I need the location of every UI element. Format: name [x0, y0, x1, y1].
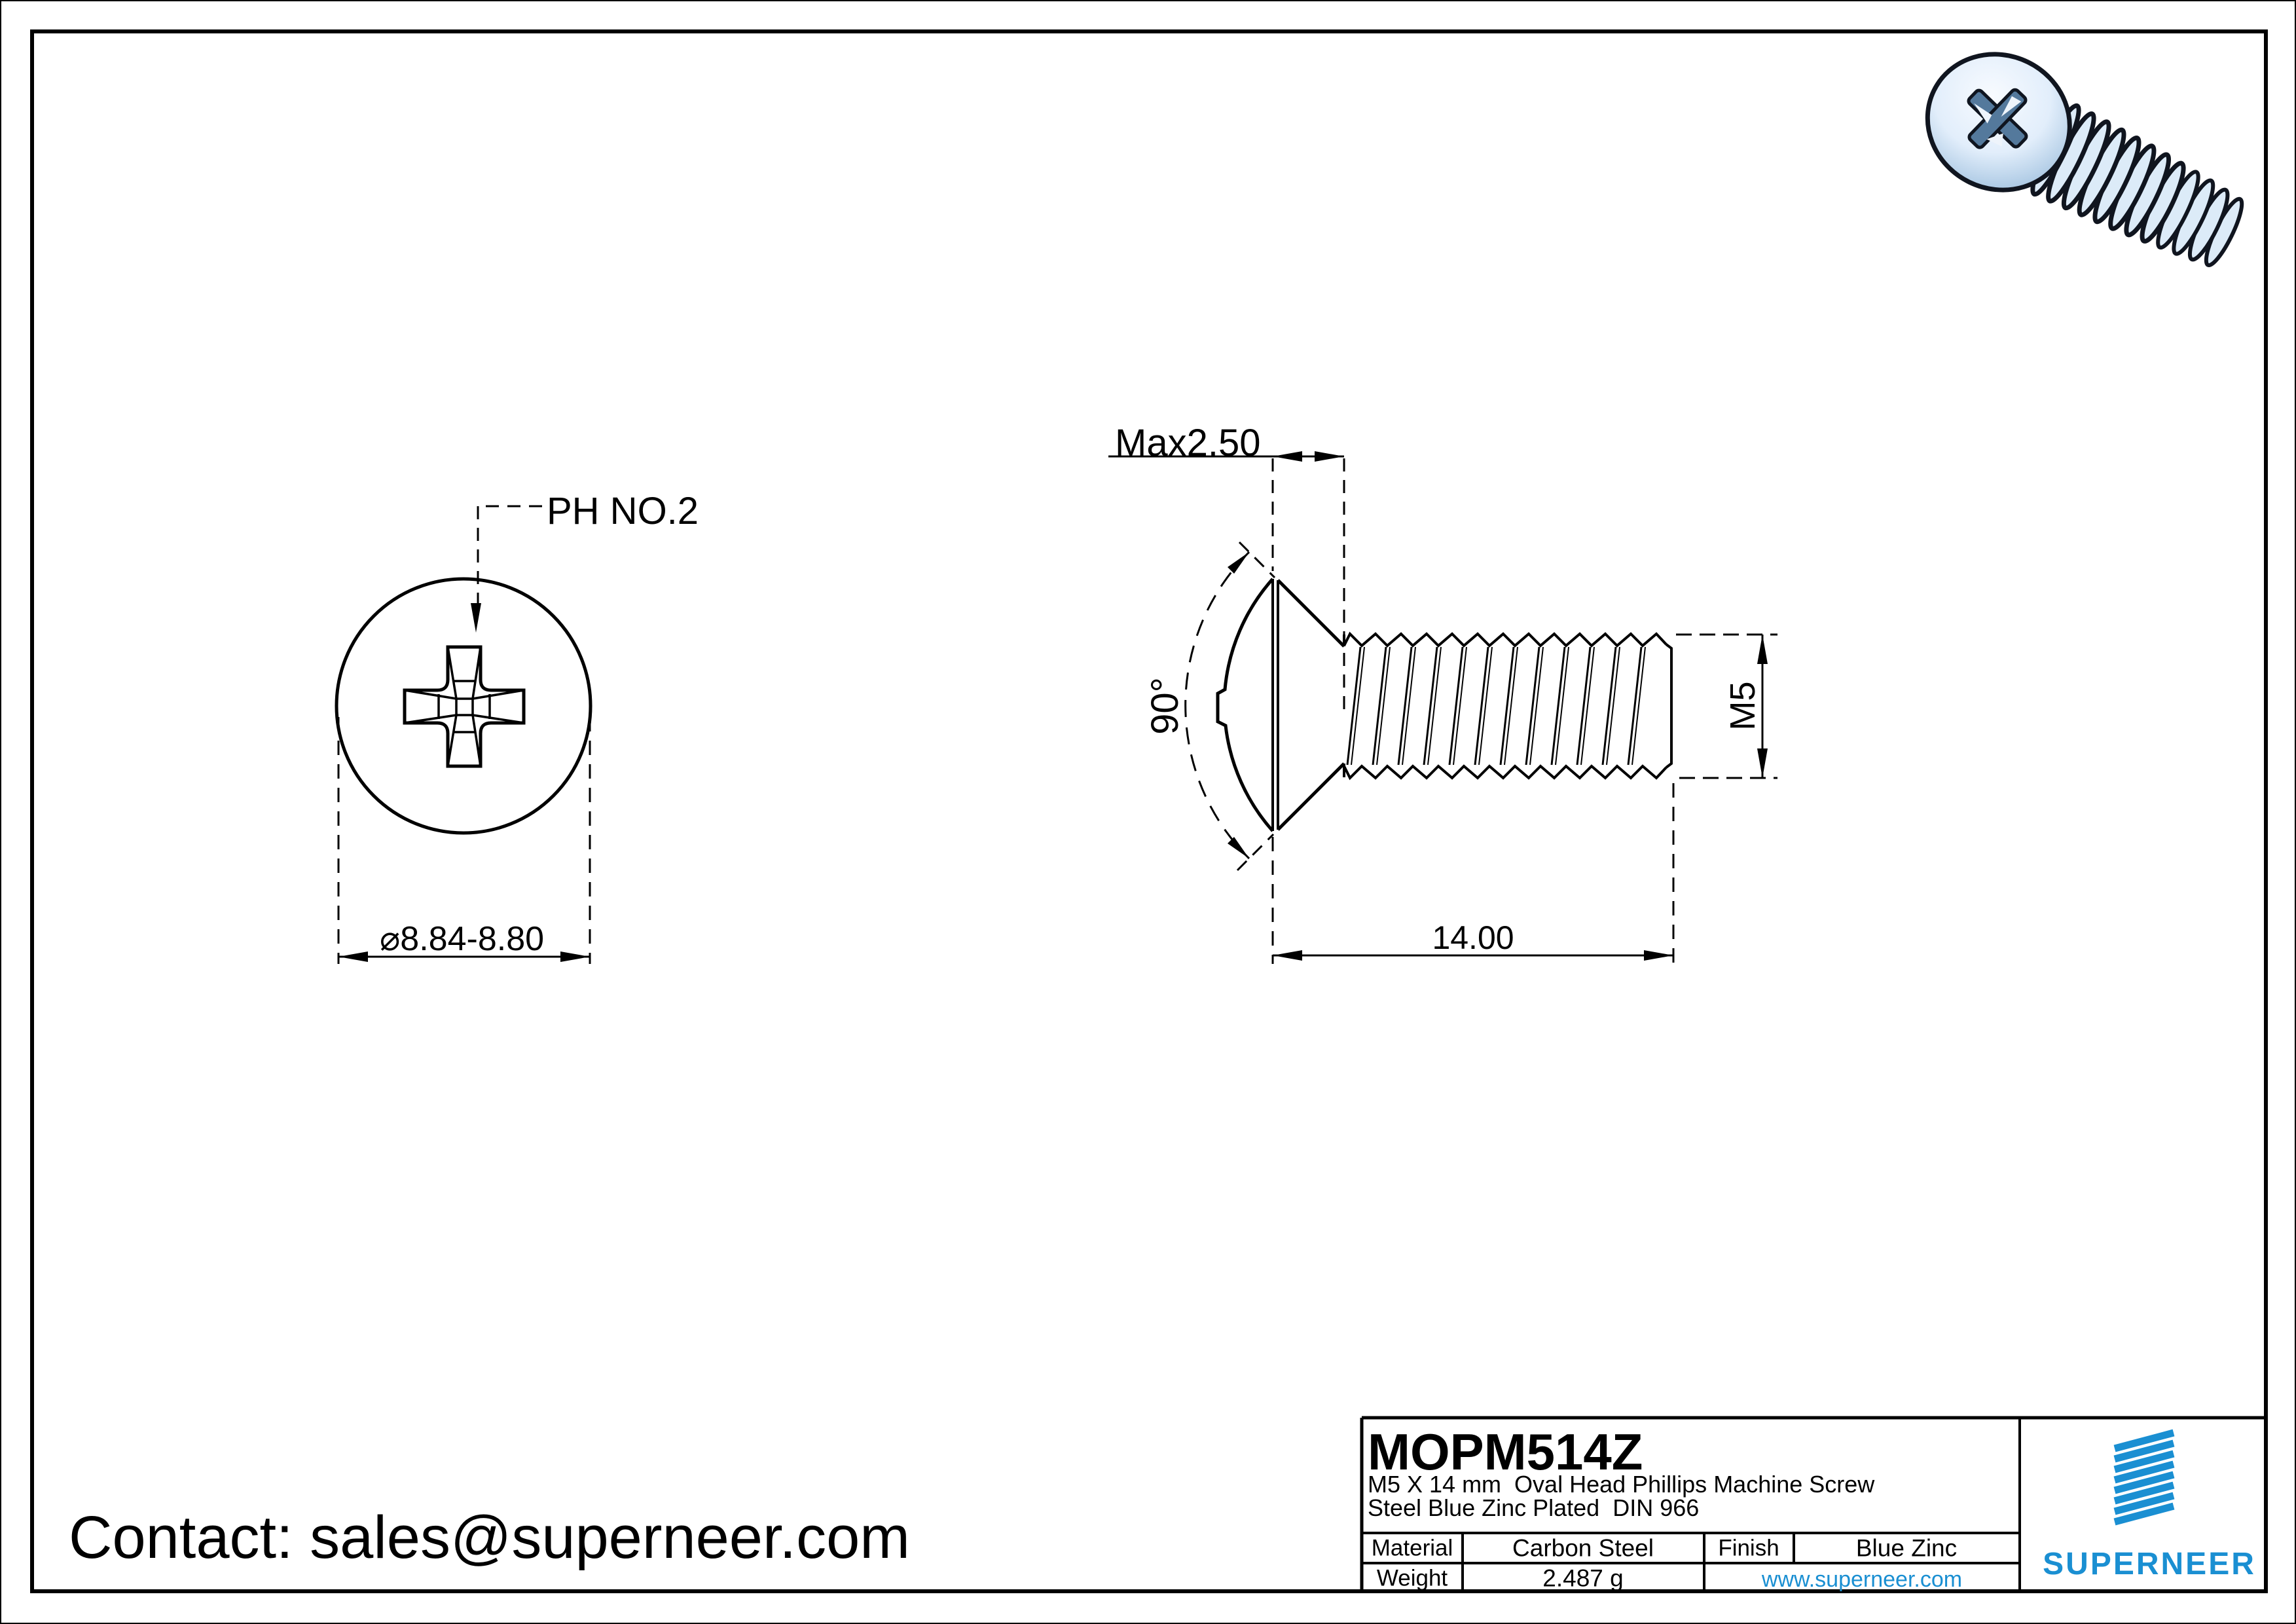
contact-line: Contact: sales@superneer.com — [69, 1504, 910, 1571]
description-line-1: M5 X 14 mm Oval Head Phillips Machine Sc… — [1368, 1471, 1875, 1498]
thread-crests-top — [1343, 631, 1667, 648]
material-value: Carbon Steel — [1512, 1534, 1654, 1562]
part-number: MOPM514Z — [1368, 1423, 1643, 1481]
material-label: Material — [1371, 1535, 1453, 1561]
cone-face-bottom — [1277, 762, 1345, 831]
weight-label: Weight — [1376, 1565, 1448, 1591]
thread-size-label: M5 — [1723, 681, 1762, 731]
dim-arrow-left — [338, 951, 368, 962]
phillips-cross-outline — [403, 645, 526, 768]
diameter-dimension — [337, 717, 591, 964]
side-view — [1108, 451, 1777, 964]
render-phillips-recess — [1967, 88, 2028, 149]
thread-end-face — [1665, 643, 1673, 769]
leader-arrowhead — [471, 603, 481, 633]
finish-value: Blue Zinc — [1855, 1534, 1958, 1562]
description-line-2: Steel Blue Zinc Plated DIN 966 — [1368, 1494, 1700, 1521]
title-block-lines — [1360, 1416, 2266, 1591]
top-view — [335, 505, 592, 964]
angle-label: 90° — [1144, 677, 1186, 735]
drive-type-label: PH NO.2 — [547, 490, 699, 532]
thread-crests-bottom — [1343, 764, 1667, 781]
head-height-dimension — [1108, 455, 1345, 714]
angle-dimension — [1184, 541, 1276, 872]
length-label: 14.00 — [1432, 919, 1514, 956]
thread-flank-lines — [1346, 646, 1646, 766]
cone-face-top — [1277, 579, 1345, 648]
head-outline-circle — [335, 577, 592, 835]
phillips-cross-detail — [404, 646, 524, 767]
superneer-logo-stripes — [2113, 1429, 2175, 1526]
screw-3d-render — [1925, 52, 2244, 268]
finish-label: Finish — [1718, 1535, 1779, 1561]
head-height-label: Max2.50 — [1115, 422, 1261, 464]
head-crown-arc — [1216, 578, 1274, 832]
diameter-label: ⌀8.84-8.80 — [380, 920, 545, 958]
brand-wordmark: SUPERNEER — [2043, 1547, 2256, 1581]
length-dimension — [1271, 783, 1675, 964]
dim-arrow-right — [560, 951, 590, 962]
drawing-frame — [30, 29, 2268, 1593]
drive-leader — [477, 505, 542, 609]
weight-value: 2.487 g — [1542, 1564, 1624, 1592]
website-link[interactable]: www.superneer.com — [1761, 1567, 1963, 1592]
